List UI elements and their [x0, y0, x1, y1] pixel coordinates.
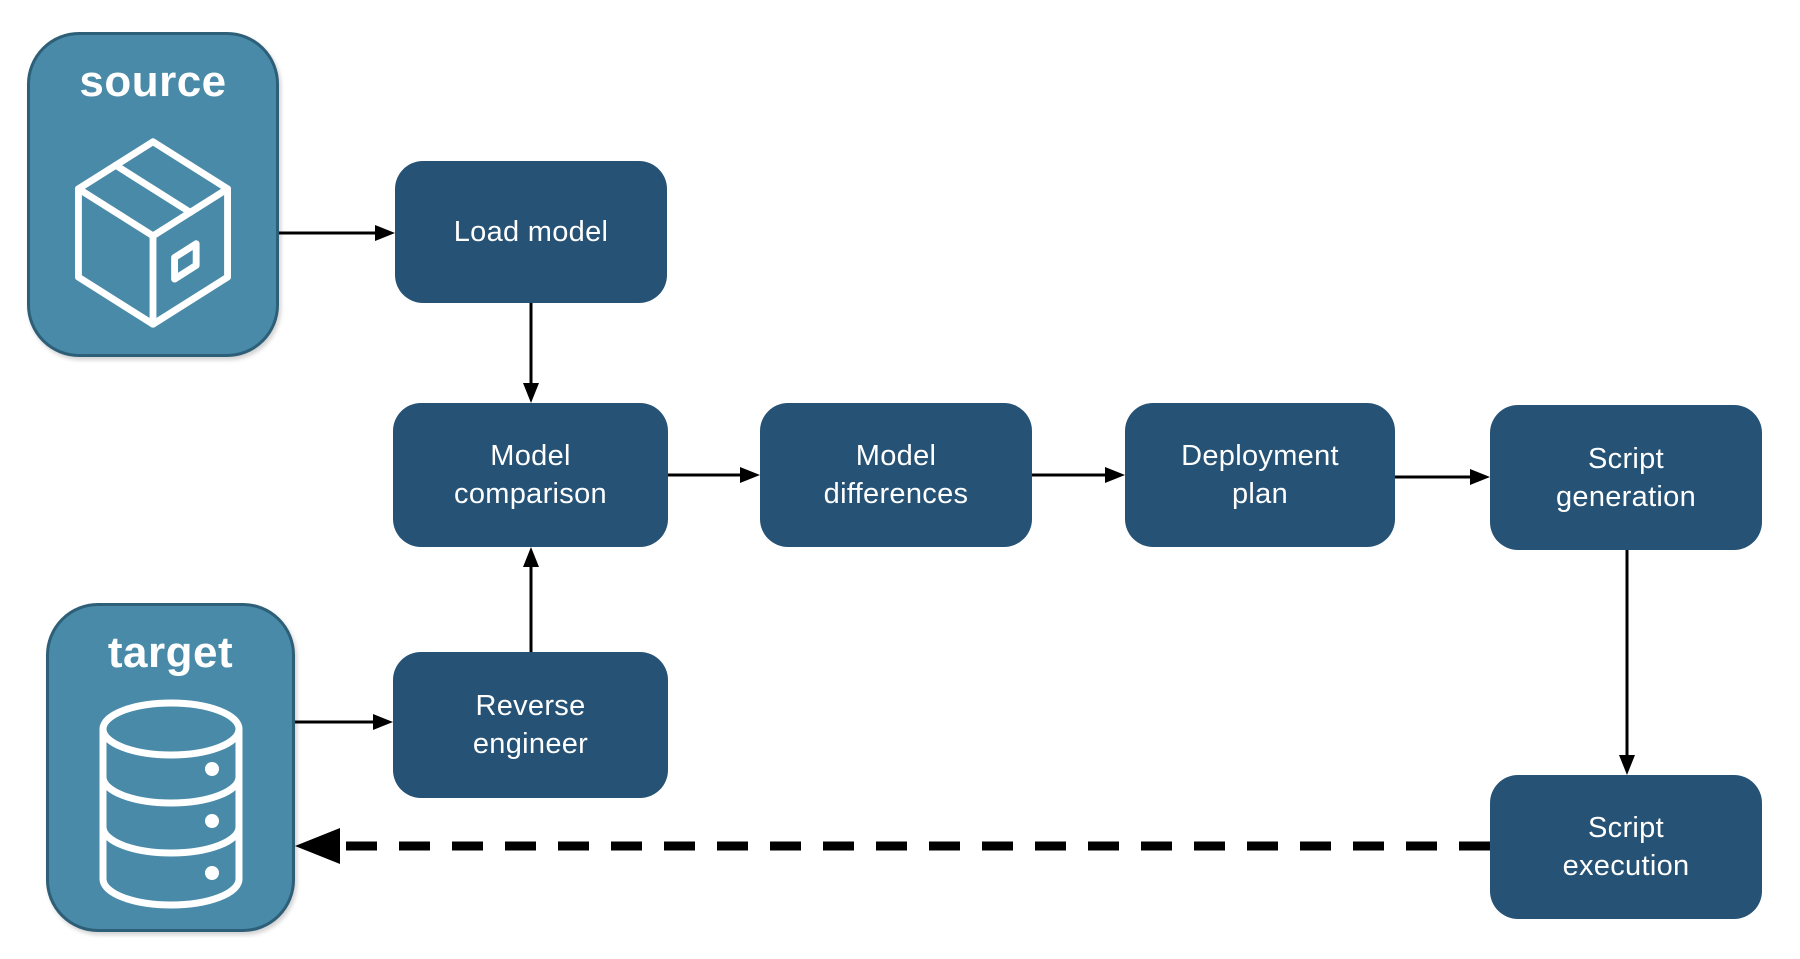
target-label: target — [107, 628, 234, 677]
node-label-line: comparison — [454, 478, 607, 510]
edge-source-to-load-model — [279, 225, 395, 241]
node-model-differences: Model differences — [760, 403, 1032, 547]
node-reverse-engineer: Reverse engineer — [393, 652, 668, 798]
package-icon — [30, 107, 276, 354]
node-label-line: Reverse — [475, 690, 586, 722]
node-label-line: Script — [1588, 812, 1664, 844]
edge-script-execution-to-target-dashed — [295, 828, 1490, 864]
endpoint-source: source — [27, 32, 279, 357]
node-label-line: generation — [1555, 480, 1697, 513]
endpoint-target: target — [46, 603, 295, 932]
node-label-line: engineer — [472, 728, 589, 760]
node-label-line: Deployment — [1181, 440, 1339, 472]
node-deployment-plan: Deployment plan — [1125, 403, 1395, 547]
edge-model-differences-to-deployment-plan — [1032, 467, 1125, 483]
node-label-line: Script — [1588, 442, 1664, 475]
node-label-line: Model — [490, 440, 571, 472]
node-label-line: Load model — [453, 216, 609, 248]
edge-model-comparison-to-model-differences — [668, 467, 760, 483]
node-load-model: Load model — [395, 161, 667, 303]
edge-target-to-reverse-engineer — [295, 714, 393, 730]
node-model-comparison: Model comparison — [393, 403, 668, 547]
node-label-line: differences — [823, 478, 969, 510]
edge-script-generation-to-script-execution — [1619, 550, 1635, 775]
edge-load-model-to-model-comparison — [523, 303, 539, 403]
node-label-line: execution — [1562, 850, 1690, 882]
edge-deployment-plan-to-script-generation — [1395, 469, 1490, 485]
node-label-line: plan — [1231, 478, 1289, 510]
database-icon — [49, 678, 292, 929]
node-script-generation: Script generation — [1490, 405, 1762, 550]
source-label: source — [79, 57, 227, 106]
node-script-execution: Script execution — [1490, 775, 1762, 919]
edge-reverse-engineer-to-model-comparison — [523, 547, 539, 652]
node-label-line: Model — [855, 440, 937, 472]
